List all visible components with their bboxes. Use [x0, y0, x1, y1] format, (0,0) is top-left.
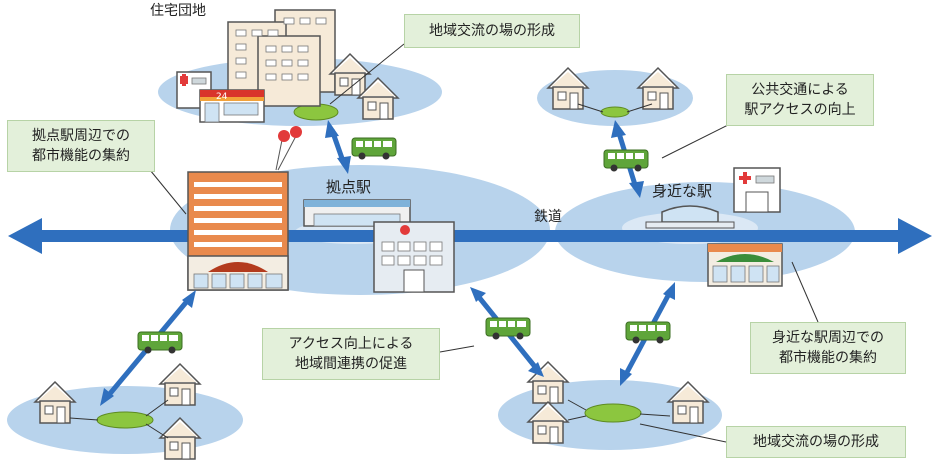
balloons — [275, 126, 302, 171]
nearby-station-building — [645, 205, 735, 229]
clinic-nearby — [733, 167, 781, 213]
store-24-sign: 24 — [216, 92, 228, 102]
bus-icon-5 — [625, 321, 671, 344]
label-nearby-station: 身近な駅 — [652, 182, 713, 200]
callout-nearby-functions-line1: 身近な駅周辺での — [772, 330, 884, 346]
callout-nearby-functions-line2: 都市機能の集約 — [779, 350, 877, 366]
hub-tall-building — [187, 171, 289, 291]
label-railway: 鉄道 — [534, 209, 562, 225]
hub-hospital — [373, 221, 455, 293]
callout-access-link-line1: アクセス向上による — [288, 336, 414, 352]
callout-community-bottom-text: 地域交流の場の形成 — [753, 434, 879, 450]
callout-hub-functions: 拠点駅周辺での 都市機能の集約 — [7, 120, 155, 172]
house-icon-bl-2 — [159, 363, 201, 406]
label-housing-estate: 住宅団地 — [150, 3, 206, 19]
connection-arrows — [100, 120, 675, 406]
store-24 — [199, 89, 265, 123]
house-icon-bl-1 — [34, 381, 76, 424]
bus-icon-2 — [603, 149, 649, 172]
arrow-housing-hub — [325, 120, 351, 174]
bus-icon-1 — [351, 137, 397, 160]
callout-hub-functions-line1: 拠点駅周辺での — [32, 128, 130, 144]
callout-access-link-line2: 地域間連携の促進 — [295, 356, 407, 372]
callout-community-top: 地域交流の場の形成 — [404, 14, 580, 48]
plaza-connectors — [69, 103, 671, 439]
callout-access-link: アクセス向上による 地域間連携の促進 — [262, 328, 440, 380]
callout-pointers — [149, 43, 819, 443]
callout-community-bottom: 地域交流の場の形成 — [726, 426, 906, 458]
label-hub-station: 拠点駅 — [326, 178, 372, 196]
callout-public-transit: 公共交通による 駅アクセスの向上 — [726, 74, 874, 126]
callout-nearby-functions: 身近な駅周辺での 都市機能の集約 — [750, 322, 906, 374]
callout-public-transit-line2: 駅アクセスの向上 — [744, 102, 856, 118]
bus-icon-3 — [137, 331, 183, 354]
callout-community-top-text: 地域交流の場の形成 — [429, 23, 555, 39]
plaza-bottom-left — [96, 411, 154, 429]
callout-hub-functions-line2: 都市機能の集約 — [32, 148, 130, 164]
shop-nearby — [707, 243, 783, 287]
bus-icon-4 — [485, 317, 531, 340]
callout-public-transit-line1: 公共交通による — [751, 82, 849, 98]
plaza-top-right — [600, 106, 630, 118]
plaza-bottom-right — [584, 403, 642, 423]
